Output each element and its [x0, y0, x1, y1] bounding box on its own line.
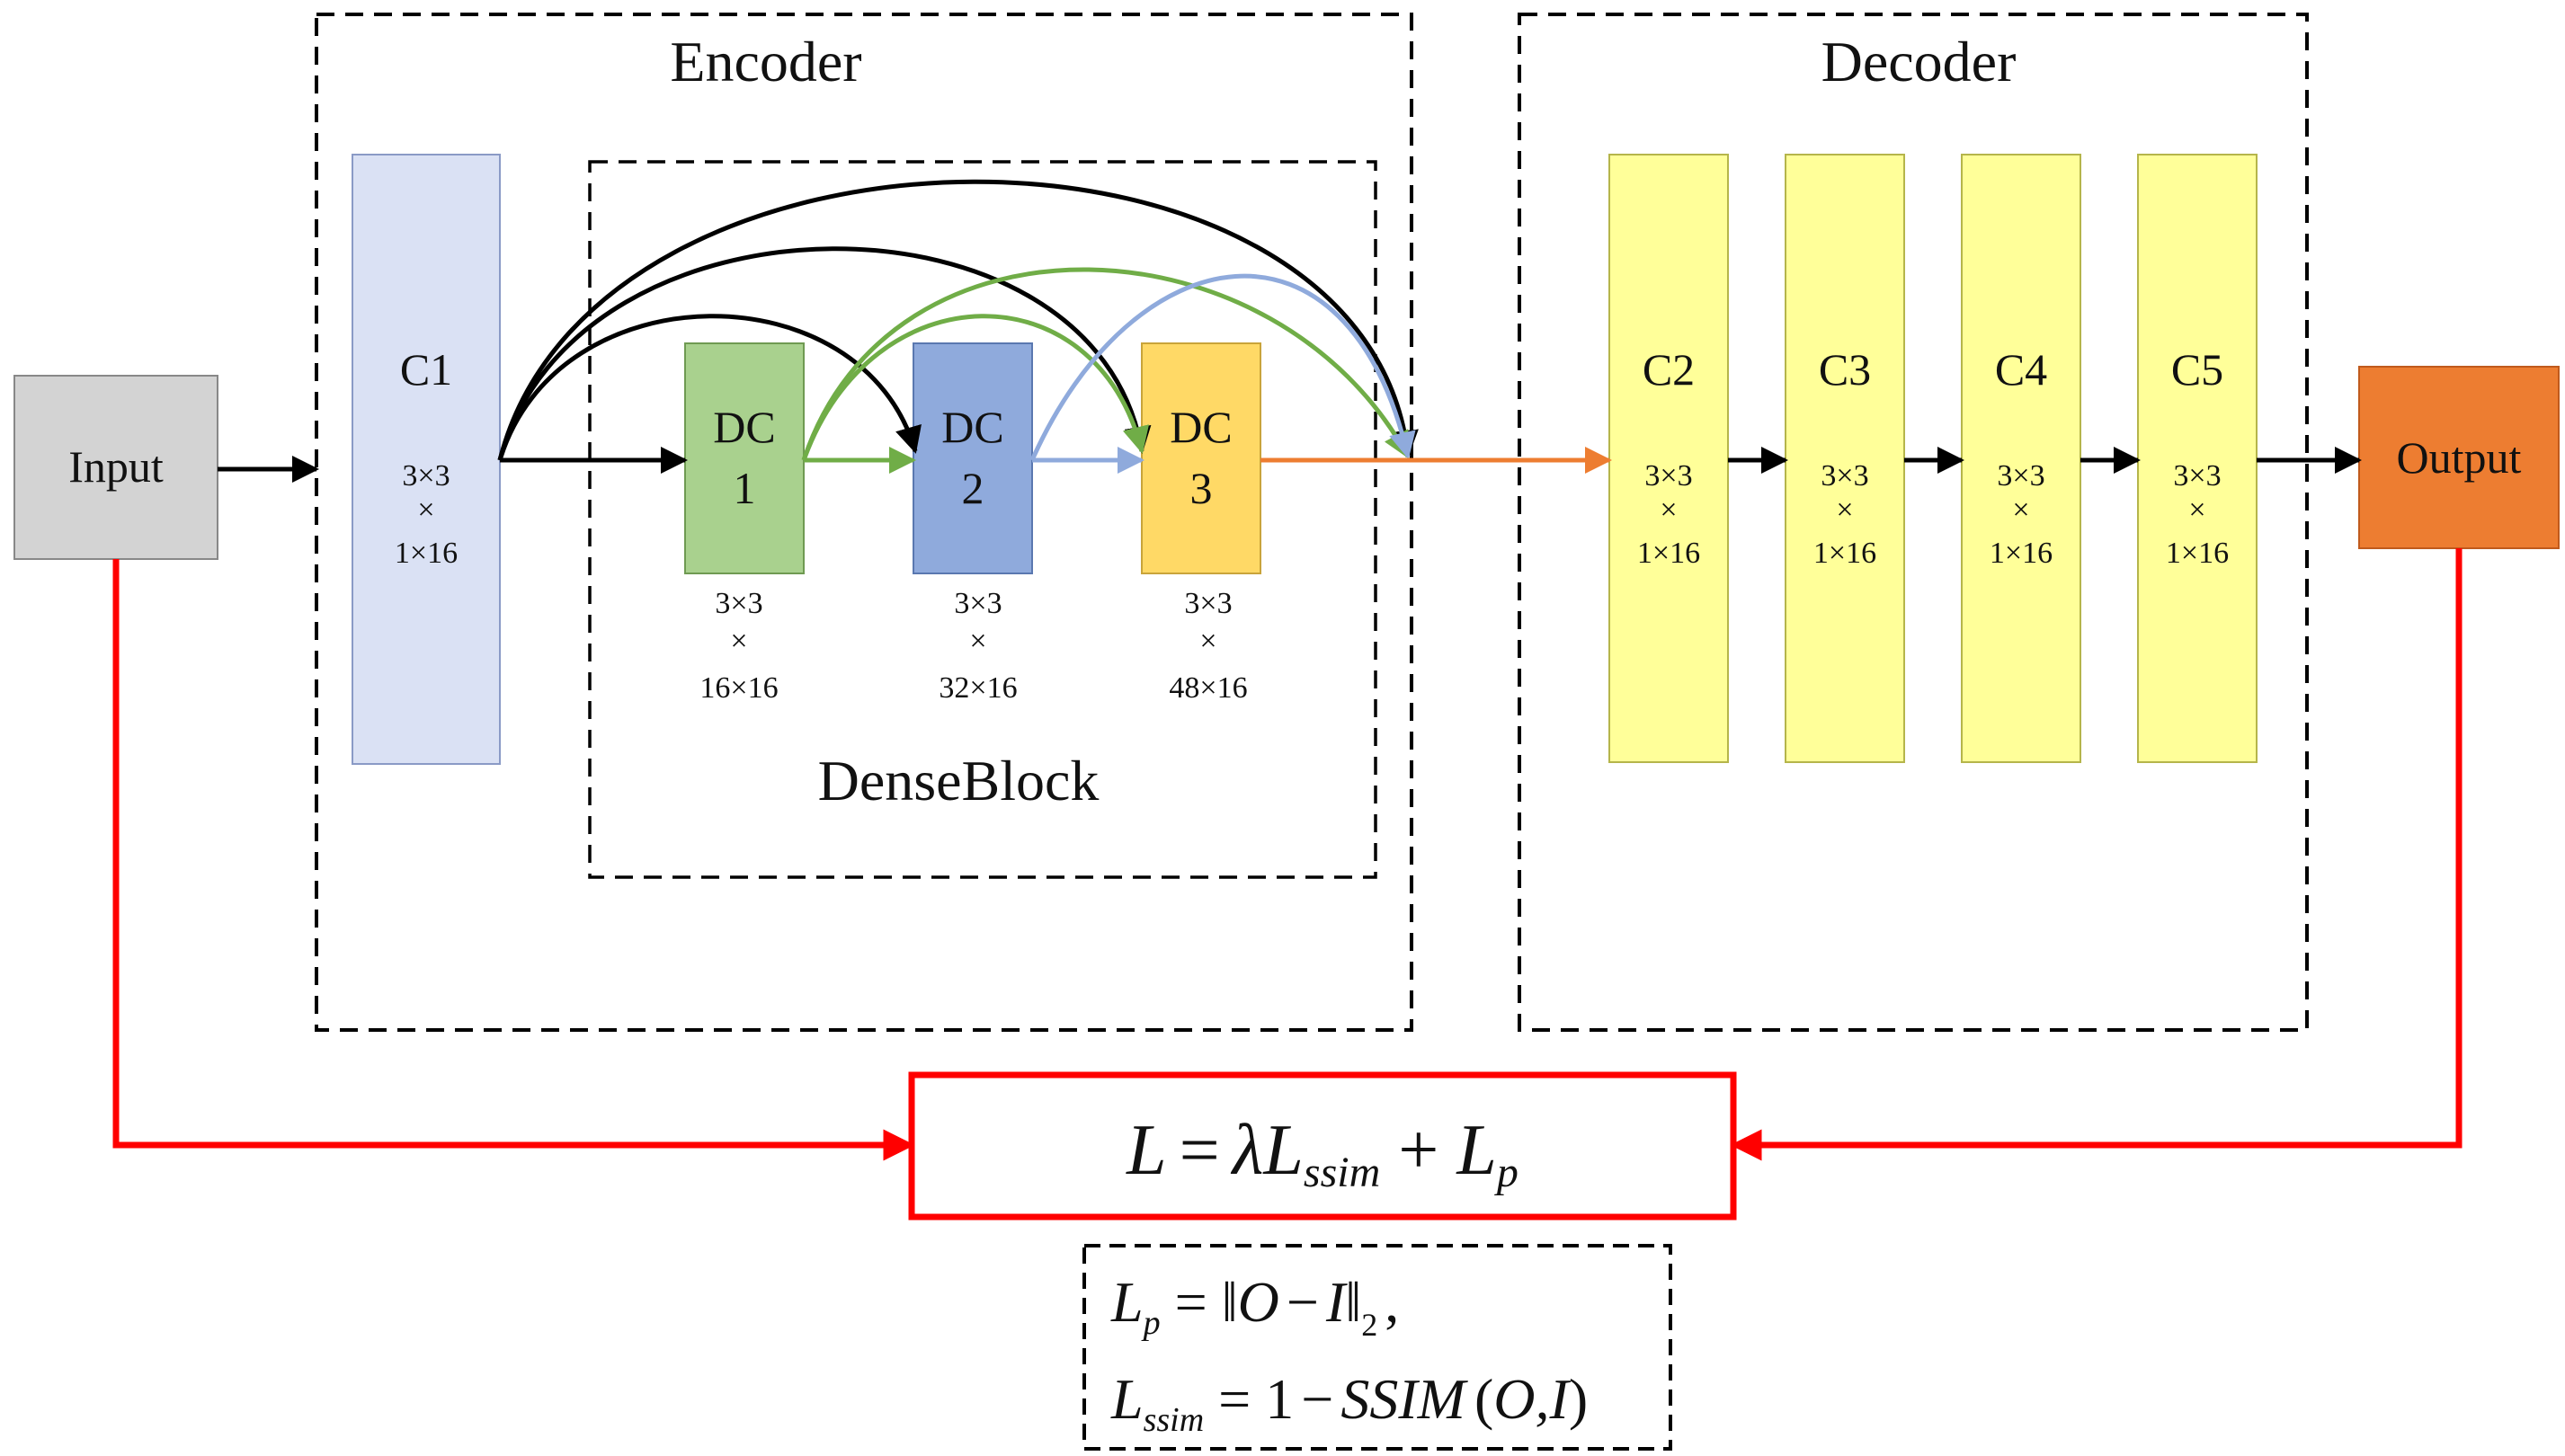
- c4-dim-line1: 3×3: [1997, 459, 2044, 493]
- dc1-dim-line1: 3×3: [715, 587, 762, 620]
- c1-dim-line2: ×: [417, 493, 434, 527]
- c2-label: C2: [1643, 344, 1695, 395]
- c5-block: C5 3×3 × 1×16: [2137, 154, 2258, 763]
- skip-arc-c1-to-dc2: [497, 314, 922, 461]
- denseblock-title: DenseBlock: [818, 749, 1100, 812]
- c5-dim-line2: ×: [2188, 493, 2205, 527]
- dc3-dim-line2: ×: [1199, 625, 1216, 658]
- dc1-dim-line2: ×: [730, 625, 747, 658]
- c2-block: C2 3×3 × 1×16: [1608, 154, 1729, 763]
- skip-arc-c1-to-concat: [497, 179, 1419, 461]
- c3-dim-line3: 1×16: [1813, 537, 1876, 570]
- dc3-dim-line3: 48×16: [1169, 671, 1247, 705]
- c2-dim-line2: ×: [1660, 493, 1677, 527]
- c3-dim-line2: ×: [1836, 493, 1853, 527]
- c5-dim-line3: 1×16: [2166, 537, 2229, 570]
- dc3-dim-line1: 3×3: [1184, 587, 1232, 620]
- arrow-input-to-loss: [112, 559, 915, 1161]
- loss-box: [908, 1071, 1737, 1221]
- dc1-dim-line3: 16×16: [699, 671, 778, 705]
- lp-definition: Lp=‖O−I‖2,: [1110, 1270, 1399, 1343]
- c4-label: C4: [1995, 344, 2047, 395]
- dc3-label-line2: 3: [1190, 463, 1213, 513]
- dc2-block: DC 2 3×3 × 32×16: [913, 342, 1033, 705]
- skip-arc-dc2-to-concat: [1029, 273, 1416, 462]
- c5-label: C5: [2171, 344, 2223, 395]
- input-label: Input: [68, 441, 164, 492]
- c3-dim-line1: 3×3: [1821, 459, 1868, 493]
- c2-dim-line3: 1×16: [1637, 537, 1700, 570]
- dc2-dim-line1: 3×3: [954, 587, 1002, 620]
- c3-block: C3 3×3 × 1×16: [1785, 154, 1905, 763]
- dc1-label-line1: DC: [713, 402, 775, 452]
- c3-label: C3: [1819, 344, 1871, 395]
- c4-dim-line3: 1×16: [1990, 537, 2053, 570]
- encoder-title: Encoder: [670, 30, 861, 93]
- dc3-block: DC 3 3×3 × 48×16: [1141, 342, 1261, 705]
- dc3-label-line1: DC: [1170, 402, 1232, 452]
- arrow-output-to-loss: [1730, 548, 2463, 1161]
- c5-dim-line1: 3×3: [2173, 459, 2221, 493]
- dc2-dim-line3: 32×16: [939, 671, 1017, 705]
- decoder-frame: [1518, 13, 2309, 1032]
- c1-dim-line1: 3×3: [402, 459, 450, 493]
- definitions-box: [1082, 1244, 1672, 1451]
- dc1-block: DC 1 3×3 × 16×16: [684, 342, 805, 705]
- c4-block: C4 3×3 × 1×16: [1961, 154, 2081, 763]
- dc2-label-line2: 2: [962, 463, 984, 513]
- skip-arc-dc1-to-dc3: [801, 314, 1150, 461]
- dc2-dim-line2: ×: [969, 625, 986, 658]
- lssim-definition: Lssim=1−SSIM(O,I): [1110, 1367, 1588, 1439]
- c4-dim-line2: ×: [2012, 493, 2029, 527]
- c1-dim-line3: 1×16: [395, 537, 458, 570]
- skip-arc-c1-to-dc3: [497, 246, 1152, 461]
- skip-arc-dc1-to-concat: [801, 267, 1411, 461]
- input-block: Input: [13, 375, 218, 560]
- decoder-title: Decoder: [1821, 30, 2017, 93]
- encoder-frame: [315, 13, 1413, 1032]
- c2-dim-line1: 3×3: [1644, 459, 1692, 493]
- c1-block: C1 3×3 × 1×16: [352, 154, 501, 765]
- output-block: Output: [2358, 366, 2560, 549]
- dc1-label-line2: 1: [734, 463, 756, 513]
- loss-formula: L=λLssim+Lp: [1126, 1111, 1519, 1196]
- c1-label: C1: [400, 344, 452, 395]
- output-label: Output: [2397, 432, 2522, 483]
- dc2-label-line1: DC: [941, 402, 1003, 452]
